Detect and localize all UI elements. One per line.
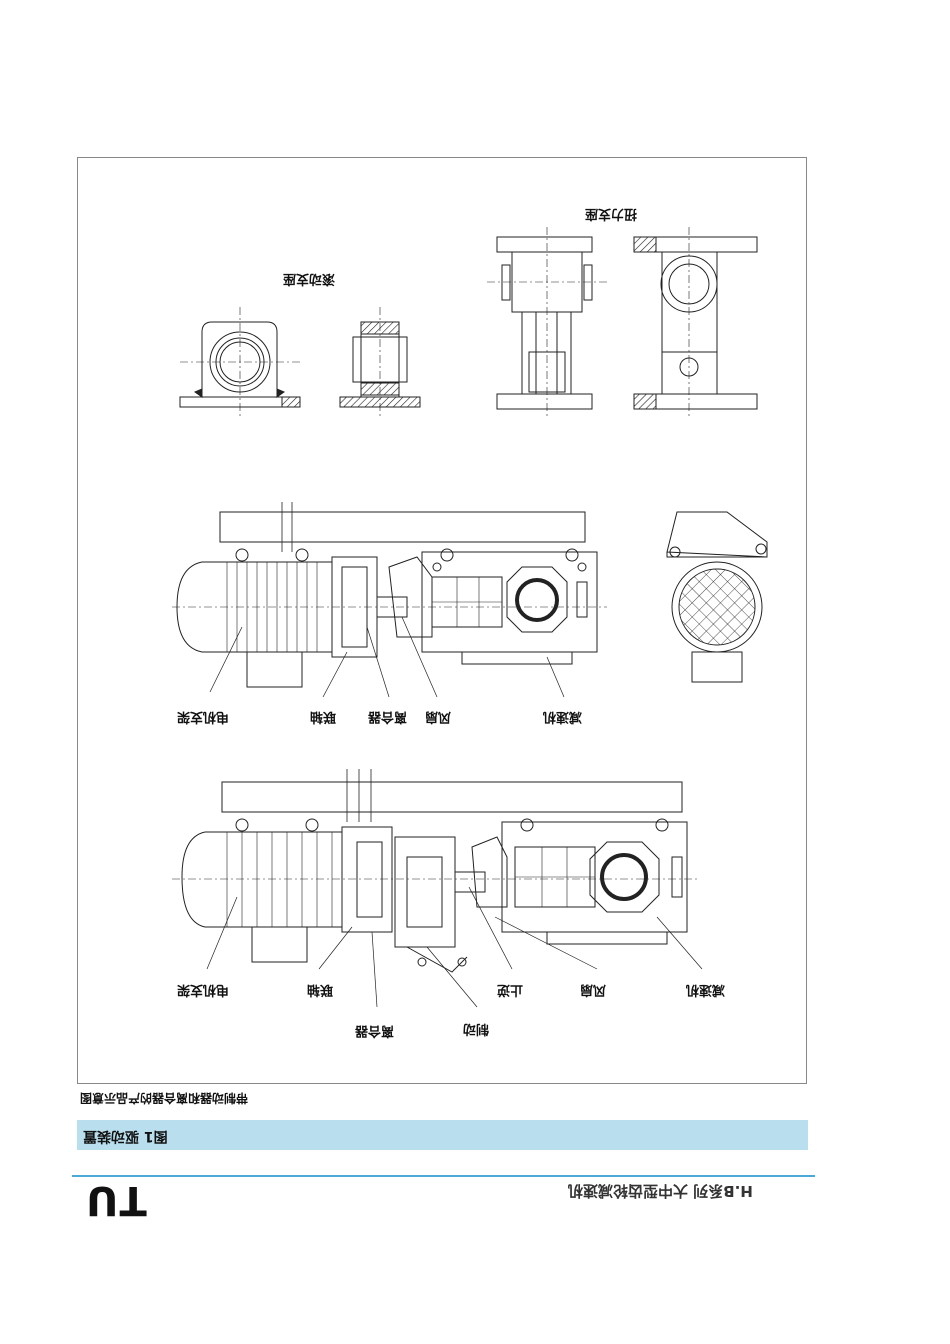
caption-note: 带制动器和离合器的产品示意图 (80, 1091, 249, 1105)
torque-support-front-view (633, 227, 758, 417)
motor-end-view (666, 511, 768, 683)
figure-frame (77, 157, 807, 1084)
footer-rule (72, 1175, 815, 1177)
label-brake-2: 制动 (463, 1021, 490, 1036)
label-fan-1: 风扇 (425, 709, 452, 724)
caption-bar: 图1 驱动装置 (77, 1120, 808, 1150)
label-rolling-support: 滚动支座 (283, 271, 336, 286)
drive-assembly-2 (172, 769, 703, 1008)
label-coupling-1: 联轴 (310, 709, 337, 724)
figure-title: 图1 驱动装置 (83, 1128, 168, 1144)
page-number: TU (85, 1177, 147, 1223)
technical-drawing (172, 227, 768, 1008)
label-clutch-1: 离合器 (368, 709, 408, 724)
label-fan-2: 风扇 (580, 982, 607, 997)
label-coupling-2: 联轴 (307, 982, 334, 997)
label-motor-support-2: 电机支架 (177, 982, 230, 997)
label-reducer-2: 减速机 (686, 982, 726, 997)
bearing-support-front-view (179, 307, 301, 417)
label-reducer-1: 减速机 (543, 709, 583, 724)
drive-assembly-1 (172, 502, 607, 698)
label-stop-2: 止逆 (497, 982, 524, 997)
bearing-support-side-view (339, 307, 421, 417)
label-torque-support: 扭力支座 (585, 206, 638, 221)
label-clutch-2: 离合器 (355, 1023, 395, 1038)
torque-support-side-view (487, 227, 607, 417)
brand-text: H.B系列 大中型齿轮减速机 (568, 1182, 753, 1200)
label-motor-support-1: 电机支架 (177, 709, 230, 724)
